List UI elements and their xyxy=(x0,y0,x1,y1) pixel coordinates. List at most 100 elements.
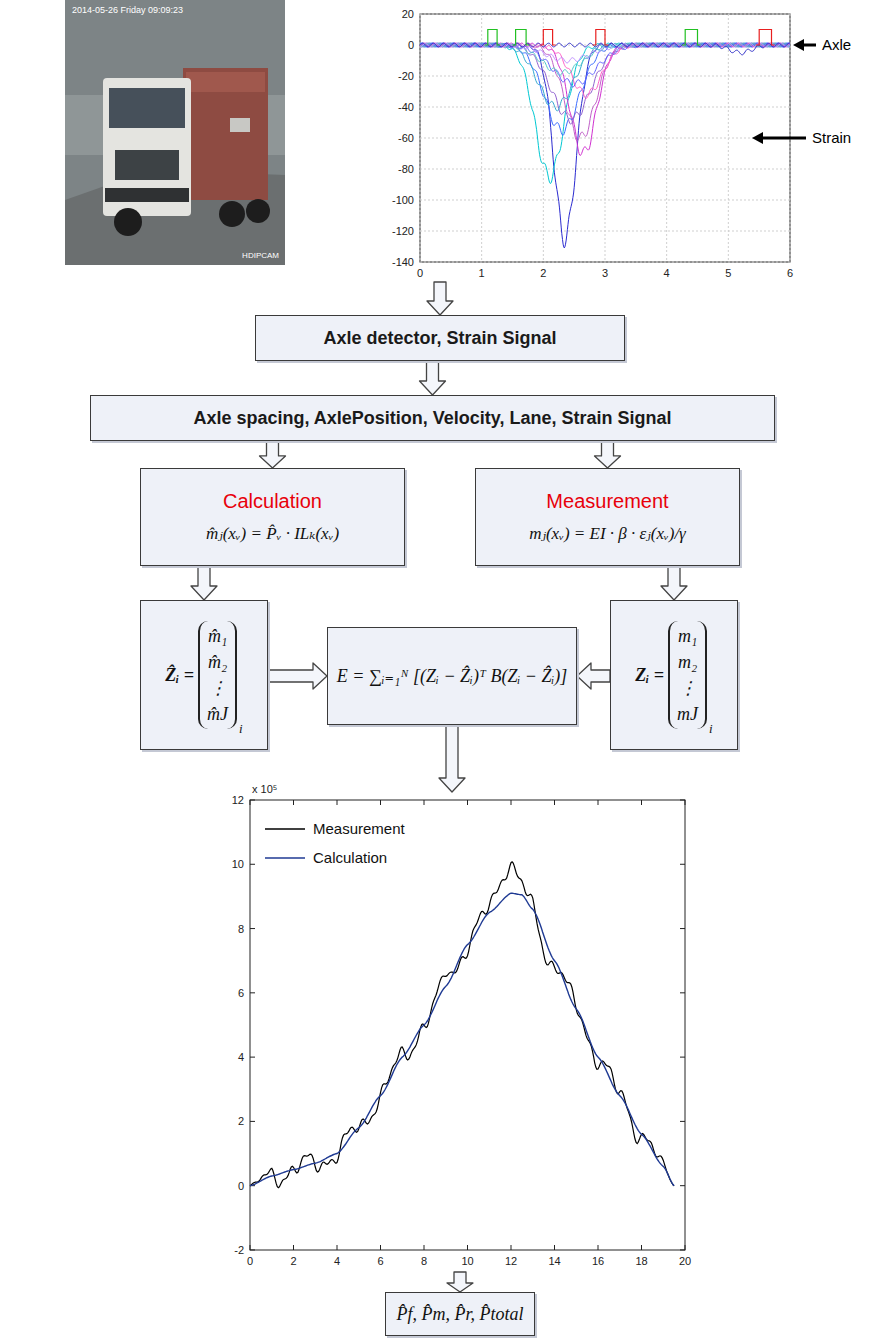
tick-mark xyxy=(424,800,425,805)
tick-mark xyxy=(467,1245,468,1250)
tick-mark xyxy=(641,1245,642,1250)
measurement-curve xyxy=(250,862,674,1188)
tick-mark xyxy=(250,1249,255,1250)
truck-cargo-top xyxy=(186,72,265,92)
tick-label: 8 xyxy=(421,1255,427,1267)
result-box: P̂f, P̂m, P̂r, P̂total xyxy=(385,1292,535,1336)
tick-mark xyxy=(250,1245,251,1250)
tick-mark xyxy=(293,800,294,805)
tick-label: 4 xyxy=(334,1255,340,1267)
tick-label: -100 xyxy=(392,194,414,206)
tick-mark xyxy=(250,992,255,993)
pointer-label: Strain xyxy=(812,130,851,147)
pointer-head xyxy=(752,132,763,144)
legend-sample xyxy=(265,828,305,830)
block-arrow xyxy=(420,361,446,395)
tick-label: 6 xyxy=(377,1255,383,1267)
tick-mark xyxy=(680,800,685,801)
tick-label: 20 xyxy=(402,8,414,20)
tick-label: -140 xyxy=(392,256,414,268)
tick-label: 10 xyxy=(461,1255,473,1267)
strain-curve xyxy=(420,43,790,135)
grid-line xyxy=(420,14,790,15)
tick-label: 4 xyxy=(664,267,670,279)
tick-mark xyxy=(250,1057,255,1058)
tick-label: -60 xyxy=(398,132,414,144)
tick-mark xyxy=(598,800,599,805)
strain-curve xyxy=(420,43,790,87)
grid-line xyxy=(420,262,790,263)
axle-pulse xyxy=(756,30,775,46)
node-text: m̂₁ m̂₂ ⋮ m̂J xyxy=(207,623,228,727)
truck-photo xyxy=(65,0,285,265)
process-box: Axle detector, Strain Signal xyxy=(255,315,625,361)
vector-box: Zᵢ = m₁ m₂ ⋮ mJ i xyxy=(610,600,738,750)
strain-curve xyxy=(420,43,790,183)
tick-label: 20 xyxy=(679,1255,691,1267)
node-text: m₁ m₂ ⋮ mJ xyxy=(677,623,698,727)
flow-arrow xyxy=(447,1272,473,1292)
tick-label: 0 xyxy=(417,267,423,279)
truck-cargo xyxy=(183,68,268,200)
grid-line xyxy=(420,107,790,108)
tick-label: -20 xyxy=(398,70,414,82)
tick-mark xyxy=(511,800,512,805)
strain-curve xyxy=(420,43,790,63)
node-text: P̂f, P̂m, P̂r, P̂total xyxy=(397,1304,524,1325)
background-car xyxy=(230,118,250,132)
tick-mark xyxy=(293,1245,294,1250)
tick-mark xyxy=(250,1121,255,1122)
tick-mark xyxy=(680,928,685,929)
tick-label: 14 xyxy=(548,1255,560,1267)
tick-label: -120 xyxy=(392,225,414,237)
strain-curve xyxy=(420,43,790,76)
axis-exponent: x 10⁵ xyxy=(252,783,277,795)
tick-label: -80 xyxy=(398,163,414,175)
tick-label: 12 xyxy=(232,794,244,806)
tick-label: 0 xyxy=(238,1180,244,1192)
photo-stamp: 2014-05-26 Friday 09:09:23 xyxy=(72,6,183,16)
tick-mark xyxy=(685,800,686,805)
legend-text: Calculation xyxy=(313,850,387,867)
tick-mark xyxy=(337,1245,338,1250)
node-text: Measurement xyxy=(546,490,668,513)
strain-chart xyxy=(420,14,790,262)
block-arrow xyxy=(268,663,327,689)
pointer-label: Axle xyxy=(822,37,851,54)
node-text: Zᵢ = xyxy=(635,665,664,686)
node-text: i xyxy=(239,721,243,737)
tick-mark xyxy=(680,864,685,865)
node-text: Axle spacing, AxlePosition, Velocity, La… xyxy=(193,408,671,429)
node-text: mⱼ(xᵥ) = EI · β · εⱼ(xᵥ)/γ xyxy=(529,523,686,544)
tick-mark xyxy=(337,800,338,805)
tick-mark xyxy=(680,1185,685,1186)
tick-mark xyxy=(598,1245,599,1250)
strain-curve xyxy=(420,43,790,111)
tick-mark xyxy=(250,800,251,805)
tick-mark xyxy=(380,800,381,805)
block-arrow xyxy=(661,566,687,600)
node-text: i xyxy=(709,721,713,737)
axle-pulse xyxy=(540,30,555,46)
tick-mark xyxy=(680,992,685,993)
photo-frame xyxy=(65,0,285,265)
moment-chart xyxy=(250,800,685,1250)
tick-label: -2 xyxy=(234,1244,244,1256)
truck-windshield xyxy=(109,88,185,128)
strain-curve xyxy=(420,43,790,248)
tick-label: 3 xyxy=(602,267,608,279)
photo-stamp: HDIPCAM xyxy=(242,252,279,261)
block-arrow xyxy=(595,441,621,468)
tick-mark xyxy=(250,800,255,801)
tick-label: 0 xyxy=(247,1255,253,1267)
truck-grille xyxy=(115,150,179,180)
tick-mark xyxy=(554,1245,555,1250)
pointer-arrows xyxy=(752,39,816,144)
tick-label: 18 xyxy=(635,1255,647,1267)
tick-label: 16 xyxy=(592,1255,604,1267)
vector-brace: m̂₁ m̂₂ ⋮ m̂J xyxy=(198,621,237,729)
tick-mark xyxy=(680,1249,685,1250)
node-text: Ẑᵢ = xyxy=(165,665,194,686)
pointer-line xyxy=(802,44,816,47)
tick-label: 2 xyxy=(238,1115,244,1127)
